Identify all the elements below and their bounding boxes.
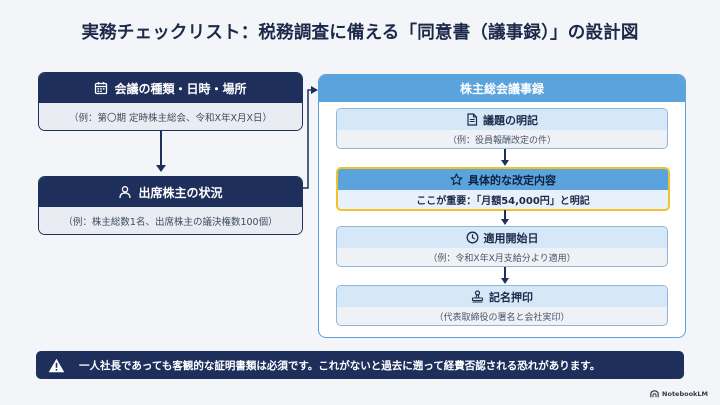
- step-seal-header: 記名押印: [337, 286, 667, 307]
- arrow-down-icon: [501, 278, 509, 284]
- star-icon: [450, 173, 463, 186]
- warning-icon: [48, 358, 65, 372]
- step-signature-seal: 記名押印 （代表取締役の署名と会社実印）: [336, 285, 668, 326]
- minutes-panel: 株主総会議事録 議題の明記 （例：役員報酬改定の件） 具体的な改定内容: [318, 74, 686, 338]
- step-change-heading: 具体的な改定内容: [468, 173, 556, 187]
- warning-banner: 一人社長であっても客観的な証明書類は必須です。これがないと過去に遡って経費否認さ…: [36, 351, 684, 379]
- meeting-info-header: 会議の種類・日時・場所: [39, 73, 302, 103]
- step-seal-heading: 記名押印: [489, 290, 533, 304]
- meeting-info-example: （例：第〇期 定時株主総会、令和X年X月X日）: [39, 103, 302, 130]
- arrow-down-icon: [501, 160, 509, 166]
- notebooklm-icon: [650, 390, 659, 398]
- arrow-down-icon: [501, 219, 509, 225]
- brand-badge: NotebookLM: [650, 390, 708, 398]
- shareholders-card: 出席株主の状況 （例：株主総数1名、出席株主の議決権数100個）: [38, 176, 303, 235]
- document-icon: [467, 113, 478, 126]
- person-icon: [119, 186, 132, 199]
- stamp-icon: [471, 290, 484, 303]
- step-change-details: 具体的な改定内容 ここが重要：「月額54,000円」と明記: [336, 167, 670, 211]
- brand-name: NotebookLM: [662, 390, 708, 398]
- meeting-info-heading: 会議の種類・日時・場所: [114, 81, 247, 96]
- shareholders-heading: 出席株主の状況: [138, 185, 223, 200]
- shareholders-header: 出席株主の状況: [39, 177, 302, 207]
- step-agenda-detail: （例：役員報酬改定の件）: [447, 135, 556, 146]
- clock-icon: [466, 231, 478, 244]
- step-agenda-header: 議題の明記: [337, 109, 667, 130]
- step-date-header: 適用開始日: [337, 227, 667, 248]
- shareholders-example: （例：株主総数1名、出席株主の議決権数100個）: [39, 207, 302, 234]
- warning-text: 一人社長であっても客観的な証明書類は必須です。これがないと過去に遡って経費否認さ…: [79, 359, 601, 372]
- flow-arrow-down-icon: [156, 165, 166, 172]
- calendar-icon: [95, 82, 108, 95]
- step-date-detail: （例：令和X年X月支給分より適用）: [428, 253, 576, 264]
- meeting-info-card: 会議の種類・日時・場所 （例：第〇期 定時株主総会、令和X年X月X日）: [38, 72, 303, 131]
- step-connector: [504, 210, 506, 220]
- flow-connector-line: [160, 131, 162, 167]
- step-change-detail: ここが重要：「月額54,000円」と明記: [416, 196, 590, 207]
- minutes-heading: 株主総会議事録: [319, 75, 685, 102]
- step-effective-date: 適用開始日 （例：令和X年X月支給分より適用）: [336, 226, 668, 267]
- step-date-heading: 適用開始日: [483, 231, 539, 245]
- step-agenda-heading: 議題の明記: [483, 113, 538, 127]
- step-connector: [504, 267, 506, 279]
- step-connector: [504, 149, 506, 161]
- page-title: 実務チェックリスト：税務調査に備える「同意書（議事録）」の設計図: [81, 23, 639, 43]
- step-change-header: 具体的な改定内容: [338, 169, 668, 190]
- step-agenda: 議題の明記 （例：役員報酬改定の件）: [336, 108, 668, 149]
- step-seal-detail: （代表取締役の署名と会社実印）: [434, 312, 570, 323]
